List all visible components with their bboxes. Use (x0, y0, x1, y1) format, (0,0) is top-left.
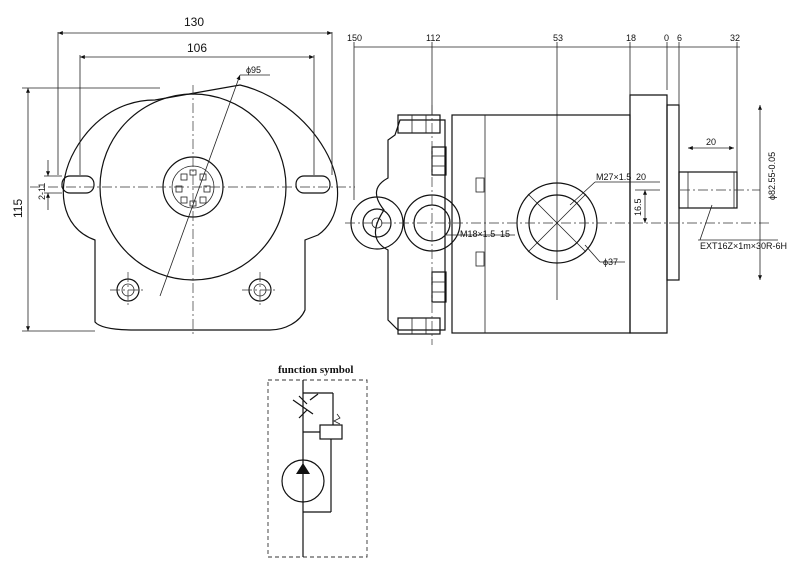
dim-width-outer: 130 (184, 15, 204, 29)
flange-outline (62, 84, 339, 331)
dim-height: 115 (11, 199, 25, 218)
dim-32: 32 (730, 33, 740, 43)
port-inlet-depth: 15 (500, 229, 510, 239)
dim-53: 53 (553, 33, 563, 43)
dim-spline-len: 20 (706, 137, 716, 147)
side-plug-top (431, 146, 447, 176)
mounting-flange (629, 94, 668, 334)
pump-body (451, 114, 631, 334)
port-outlet-thread: M27×1.5 (596, 172, 631, 182)
dim-150: 150 (347, 33, 362, 43)
left-mounting-slot (61, 175, 95, 194)
pilot-step (666, 104, 680, 281)
right-mounting-slot (295, 175, 331, 194)
hex-plug-top (397, 114, 441, 134)
dim-port-height: 16.5 (633, 198, 643, 216)
valve-block (374, 119, 446, 331)
spline-spec: EXT16Z×1m×30R-6H (700, 241, 787, 251)
dim-0: 0 (664, 33, 669, 43)
symbol-boundary (267, 379, 368, 558)
dim-shaft-dia: ϕ82.55-0.05 (767, 152, 777, 200)
dim-6: 6 (677, 33, 682, 43)
dim-width-holes: 106 (187, 41, 207, 55)
relief-valve-symbol (319, 424, 343, 440)
dim-112: 112 (426, 33, 440, 43)
hex-plug-bottom (397, 317, 441, 335)
side-plug-bottom (431, 271, 447, 303)
symbol-title: function symbol (278, 364, 354, 376)
dim-18: 18 (626, 33, 636, 43)
function-symbol: function symbol (267, 364, 368, 558)
dim-pilot-dia: ϕ95 (246, 65, 261, 75)
pump-arrow-icon (296, 463, 310, 474)
port-outlet-dia: ϕ37 (603, 257, 618, 267)
front-view: ϕ95 130 106 115 2-11 (11, 15, 355, 335)
port-inlet-thread: M18×1.5 (460, 229, 495, 239)
pump-symbol (281, 459, 325, 503)
port-outlet-depth: 20 (636, 172, 646, 182)
side-view: 150 112 53 18 0 6 32 (345, 33, 787, 345)
dim-slot: 2-11 (37, 183, 47, 200)
